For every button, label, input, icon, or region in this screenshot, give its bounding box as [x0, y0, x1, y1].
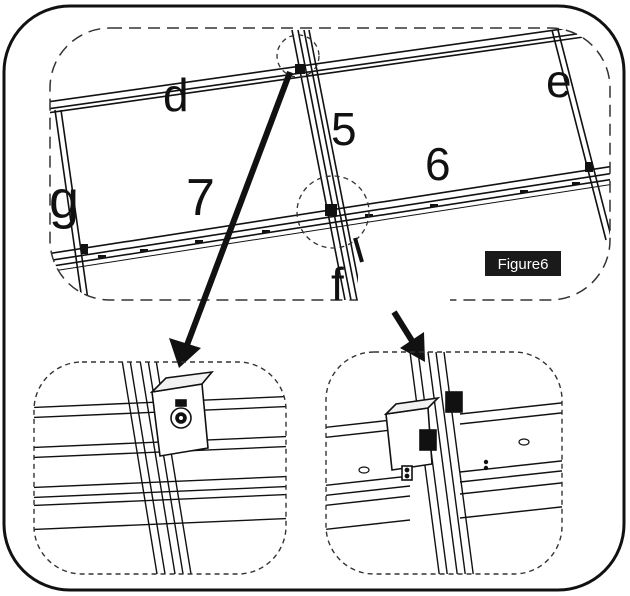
right-frame-edge: [551, 29, 610, 241]
upper-detail-circle: [276, 34, 320, 78]
right-detail-dashed-border: [325, 351, 563, 575]
left-detail-panel: [33, 361, 287, 575]
mid-clamp: [149, 370, 214, 457]
overview-panel: d e g f 5 6 7 Figure6: [49, 27, 611, 310]
right-detail-panel: [325, 351, 563, 575]
panel-number-5: 5: [331, 103, 357, 155]
right-end-clamp: [585, 162, 593, 172]
left-frame-edge: [54, 109, 89, 300]
figure-tag: Figure6: [485, 251, 561, 276]
rail-holes: [98, 182, 580, 258]
center-frame-joint: [291, 29, 363, 300]
overview-dashed-border: [49, 27, 611, 301]
outer-frame: [2, 4, 626, 592]
lower-clamp: [325, 204, 337, 216]
arrow-to-left-detail: [169, 70, 293, 368]
label-d: d: [163, 69, 189, 121]
panel-number-7: 7: [186, 169, 215, 227]
left-end-clamp: [81, 244, 88, 254]
label-f: f: [331, 258, 344, 310]
arrow-to-right-detail: [391, 310, 425, 362]
figure-tag-text: Figure6: [498, 256, 549, 273]
label-g: g: [49, 170, 79, 230]
upper-clamp: [295, 64, 305, 74]
left-detail-dashed-border: [33, 361, 287, 575]
left-detail-drawing: [34, 362, 286, 574]
panel-number-6: 6: [425, 138, 451, 190]
lower-detail-circle: [296, 175, 370, 249]
end-clamp: [383, 391, 463, 481]
small-pointer: [353, 237, 364, 263]
right-detail-drawing: [326, 352, 562, 574]
label-mask: [358, 250, 450, 310]
overview-drawing: [50, 28, 610, 300]
upper-rail: [50, 28, 610, 115]
label-e: e: [546, 55, 572, 107]
